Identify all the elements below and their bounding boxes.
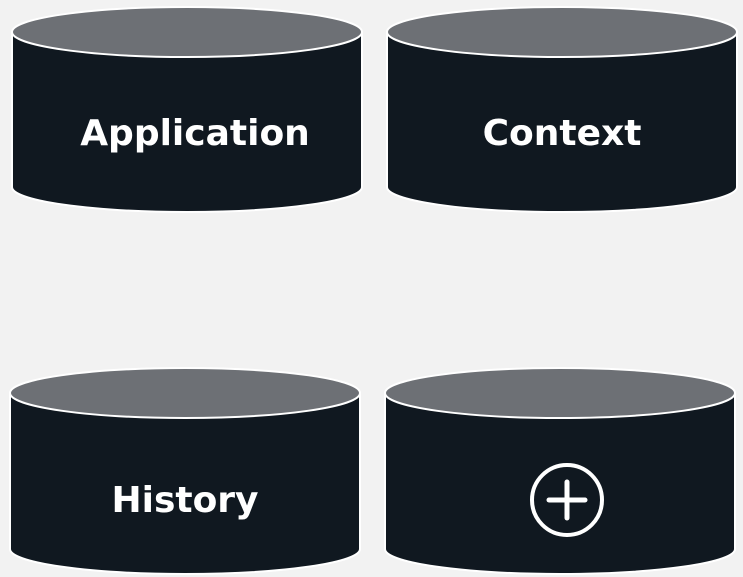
cylinder-add-top xyxy=(384,367,736,419)
plus-circle-icon[interactable] xyxy=(530,463,604,537)
cylinder-add[interactable] xyxy=(384,367,736,575)
cylinder-add-body xyxy=(384,392,736,575)
cylinder-application[interactable]: Application xyxy=(11,6,363,213)
cylinder-history-body xyxy=(9,392,361,575)
cylinder-application-top xyxy=(11,6,363,58)
cylinder-history-top xyxy=(9,367,361,419)
cylinder-application-label: Application xyxy=(80,113,310,154)
cylinder-history[interactable]: History xyxy=(9,367,361,575)
cylinder-context-body xyxy=(386,31,738,213)
cylinder-context-top xyxy=(386,6,738,58)
cylinder-context-label: Context xyxy=(483,113,642,154)
cylinder-application-body xyxy=(11,31,363,213)
cylinder-history-label: History xyxy=(111,480,258,521)
cylinder-context[interactable]: Context xyxy=(386,6,738,213)
